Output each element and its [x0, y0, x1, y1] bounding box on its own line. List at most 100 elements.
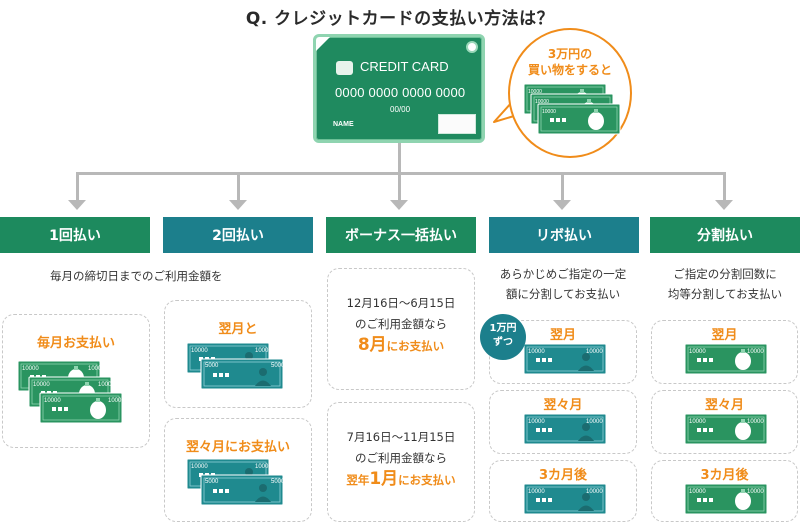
bill-denomination: 10000 [33, 382, 50, 388]
bill-denomination: 10000 [191, 464, 208, 470]
two-pay-label-2: 翌々月にお支払い [185, 440, 290, 455]
bonus-box-2: 7月16日〜11月15日 のご利用金額なら 翌年1月にお支払い [327, 402, 475, 522]
revolving-label-2: 翌々月 [543, 398, 583, 413]
bill-10000-icon: 10000 10000 [684, 413, 768, 445]
installment-desc-line1: ご指定の分割回数に [673, 267, 777, 281]
lump-sum-label: 毎月お支払い [36, 336, 115, 351]
bill-denomination: 10000 [689, 349, 706, 355]
two-pay-box-1: 翌月と 10000 10000 5000 5000 [164, 300, 312, 408]
bill-denomination: 10000 [108, 398, 125, 404]
bonus-prefix-2: 翌年 [346, 473, 370, 487]
bill-10000-icon: 10000 10000 [523, 483, 607, 515]
bill-10000-icon: 10000 10000 [684, 483, 768, 515]
bills-15000-icon: 10000 10000 5000 5000 [187, 343, 285, 390]
bill-denomination: 10000 [528, 89, 542, 95]
header-revolving: リボ払い [489, 217, 639, 253]
bill-denomination: 10000 [586, 419, 603, 425]
purchase-bubble: 3万円の 買い物をすると 10000 10000 10000 [508, 28, 632, 158]
bill-denomination: 10000 [191, 348, 208, 354]
bills-15000-icon: 10000 10000 5000 5000 [187, 459, 285, 506]
arrow-down-icon [229, 200, 247, 210]
bills-30000-icon: 10000 10000 10000 [524, 84, 621, 135]
bonus-suffix-1: にお支払い [386, 339, 445, 353]
card-number: 0000 0000 0000 0000 [335, 85, 466, 100]
page-title: Q. クレジットカードの支払い方法は？ [245, 9, 555, 29]
connector-horizontal [76, 172, 726, 175]
installment-box-3: 3カ月後 10000 10000 [651, 460, 798, 522]
bonus-month-2: 1月 [369, 469, 399, 489]
card-hole-icon [466, 41, 478, 53]
bonus-month-1: 8月 [357, 335, 387, 355]
arrow-down-icon [68, 200, 86, 210]
bill-denomination: 10000 [586, 349, 603, 355]
header-bonus: ボーナス一括払い [326, 217, 476, 253]
bill-denomination: 5000 [271, 479, 285, 485]
bill-denomination: 10000 [528, 349, 545, 355]
bonus-suffix-2: にお支払い [398, 473, 456, 487]
revolving-box-3: 3カ月後 10000 10000 [489, 460, 637, 522]
installment-label-2: 翌々月 [704, 398, 744, 413]
per-payment-badge: 1万円 ずつ [480, 314, 526, 360]
badge-each: ずつ [493, 337, 513, 348]
bonus-usage-1: のご利用金額なら [355, 317, 447, 331]
two-pay-box-2: 翌々月にお支払い 10000 10000 5000 5000 [164, 418, 312, 522]
bill-denomination: 10000 [747, 489, 764, 495]
lump-sum-desc: 毎月の締切日までのご利用金額を [50, 269, 223, 283]
bill-denomination: 10000 [586, 489, 603, 495]
bonus-usage-2: のご利用金額なら [355, 451, 447, 465]
bill-10000-icon: 10000 10000 [684, 343, 768, 375]
installment-label-3: 3カ月後 [700, 468, 749, 483]
card-chip-icon [336, 61, 353, 75]
installment-desc: ご指定の分割回数に 均等分割してお支払い [650, 264, 800, 304]
header-two-payments: 2回払い [163, 217, 313, 253]
bill-denomination: 10000 [535, 99, 549, 105]
card-signature-panel [438, 114, 476, 134]
bill-denomination: 10000 [255, 464, 272, 470]
bills-30000-icon: 10000 10000 10000 10000 10000 10000 [18, 361, 125, 424]
bill-denomination: 5000 [205, 363, 219, 369]
bill-10000-icon: 10000 10000 [523, 343, 607, 375]
bill-denomination: 10000 [255, 348, 272, 354]
installment-box-1: 翌月 10000 10000 [651, 320, 798, 384]
bubble-line2: 買い物をすると [527, 63, 612, 77]
badge-amount: 1万円 [489, 323, 517, 334]
bonus-period-1: 12月16日〜6月15日 [346, 296, 456, 310]
revolving-desc-line1: あらかじめご指定の一定 [499, 267, 627, 281]
bill-denomination: 10000 [689, 489, 706, 495]
bonus-box-1: 12月16日〜6月15日 のご利用金額なら 8月にお支払い [327, 268, 475, 390]
bill-denomination: 10000 [747, 349, 764, 355]
revolving-label-1: 翌月 [549, 328, 576, 343]
bonus-period-2: 7月16日〜11月15日 [346, 430, 456, 444]
bill-denomination: 5000 [205, 479, 219, 485]
card-holder-name: NAME [333, 121, 354, 128]
bill-denomination: 10000 [98, 382, 115, 388]
revolving-box-2: 翌々月 10000 10000 [489, 390, 637, 454]
header-installment: 分割払い [650, 217, 800, 253]
credit-card-illustration: CREDIT CARD 0000 0000 0000 0000 00/00 NA… [313, 34, 485, 143]
arrow-down-icon [553, 200, 571, 210]
installment-desc-line2: 均等分割してお支払い [667, 287, 783, 301]
bill-denomination: 10000 [689, 419, 706, 425]
bill-denomination: 10000 [44, 398, 61, 404]
installment-box-2: 翌々月 10000 10000 [651, 390, 798, 454]
card-expiry: 00/00 [390, 105, 411, 114]
revolving-desc: あらかじめご指定の一定 額に分割してお支払い [488, 264, 638, 304]
connector-vertical [398, 143, 401, 173]
bill-denomination: 10000 [528, 419, 545, 425]
bubble-line1: 3万円の [547, 47, 593, 61]
bill-denomination: 10000 [542, 109, 556, 115]
card-brand: CREDIT CARD [360, 59, 449, 74]
bill-10000-icon: 10000 10000 [523, 413, 607, 445]
arrow-down-icon [715, 200, 733, 210]
bill-denomination: 5000 [271, 363, 285, 369]
header-lump-sum: 1回払い [0, 217, 150, 253]
arrow-down-icon [390, 200, 408, 210]
bill-denomination: 10000 [88, 366, 105, 372]
bill-denomination: 10000 [747, 419, 764, 425]
lump-sum-box: 毎月お支払い 10000 10000 10000 10000 10000 100… [2, 314, 150, 448]
installment-label-1: 翌月 [711, 328, 738, 343]
revolving-label-3: 3カ月後 [538, 468, 588, 483]
revolving-desc-line2: 額に分割してお支払い [505, 287, 621, 301]
bill-denomination: 10000 [22, 366, 39, 372]
two-pay-label-1: 翌月と [218, 322, 258, 337]
